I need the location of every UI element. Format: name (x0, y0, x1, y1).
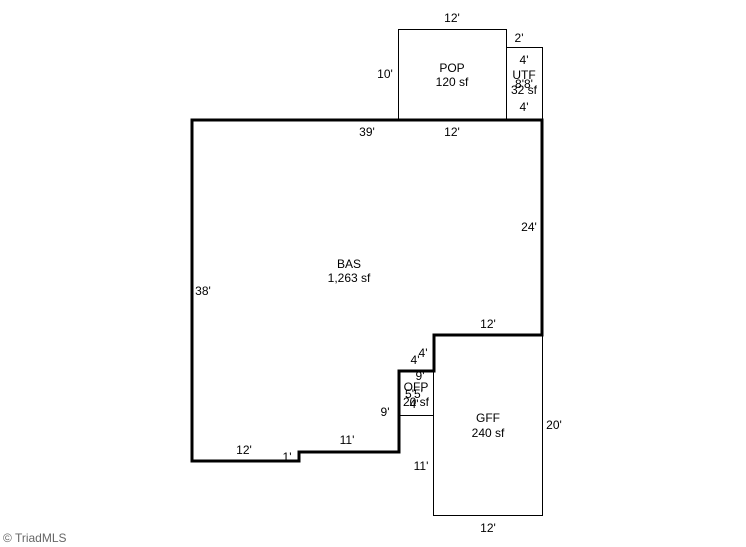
dim-pop-bottom: 12' (444, 125, 460, 139)
dim-bas-bottom-mid: 11' (340, 433, 355, 447)
dim-bas-right: 24' (521, 220, 537, 234)
dim-utf-lower: 4' (520, 100, 529, 114)
dim-bas-inner-4b: 4' (419, 346, 428, 360)
pop-size: 120 sf (436, 75, 469, 89)
dim-ofp-b: 5'5' (405, 387, 423, 401)
dim-gff-right: 20' (546, 418, 562, 432)
dim-bas-step-top: 12' (480, 317, 496, 331)
dim-bas-top: 39' (359, 125, 375, 139)
gff-label: GFF (476, 411, 500, 425)
dim-bas-left: 38' (195, 284, 211, 298)
dim-bas-inner-4a: 4' (411, 353, 420, 367)
dim-ofp-c: 4' (410, 397, 419, 411)
dim-bas-bottom-jog: 1' (283, 450, 292, 464)
pop-label: POP (439, 61, 464, 75)
gff-size: 240 sf (472, 426, 505, 440)
utf-size: 32 sf (511, 83, 538, 97)
dim-ofp-a: 9' (416, 369, 425, 383)
dim-utf-side: 8'8' (515, 77, 533, 91)
dim-utf-top: 2' (515, 31, 524, 45)
dim-pop-top: 12' (444, 11, 460, 25)
dim-bas-inner-9: 9' (381, 405, 390, 419)
utf-label: UTF (512, 68, 535, 82)
dim-gff-bottom: 12' (480, 521, 496, 535)
bas-label: BAS (337, 257, 361, 271)
dim-utf-upper: 4' (520, 53, 529, 67)
dim-pop-left: 10' (377, 67, 393, 81)
ofp-size: 20 sf (403, 395, 430, 409)
dim-gff-left: 11' (414, 459, 429, 473)
watermark: © TriadMLS (3, 531, 67, 545)
bas-area-outline (190, 118, 544, 463)
ofp-label: OFP (404, 380, 429, 394)
bas-size: 1,263 sf (328, 271, 371, 285)
dim-bas-bottom-left: 12' (236, 443, 252, 457)
